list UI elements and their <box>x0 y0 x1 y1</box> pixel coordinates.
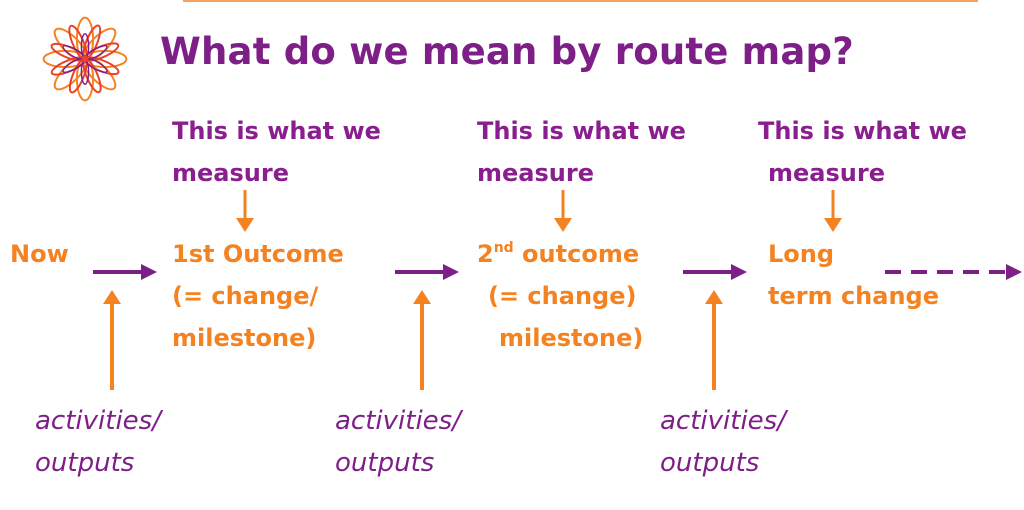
input-label-2-line1: activities/ <box>335 406 461 436</box>
input-label-1-line1: activities/ <box>35 406 161 436</box>
measure-label-2-line2: measure <box>477 159 594 187</box>
stage-first-line3: milestone) <box>172 324 317 352</box>
stage-second-line2: (= change) <box>488 282 637 310</box>
stage-second-num: 2 <box>477 240 494 268</box>
input-label-1: activities/ outputs <box>35 400 161 484</box>
input-label-2: activities/ outputs <box>335 400 461 484</box>
measure-label-3-line2: measure <box>768 159 885 187</box>
stage-second-rest: outcome <box>513 240 640 268</box>
measure-label-3-line1: This is what we <box>758 117 967 145</box>
measure-label-3: This is what we measure <box>758 110 967 194</box>
input-arrow-2-icon <box>413 290 431 390</box>
measure-arrow-2-icon <box>554 190 572 232</box>
stage-long-line1: Long <box>768 240 835 268</box>
input-arrow-1-icon <box>103 290 121 390</box>
input-label-3-line1: activities/ <box>660 406 786 436</box>
measure-label-1: This is what we measure <box>172 110 381 194</box>
flower-logo-icon <box>42 16 128 102</box>
page-title: What do we mean by route map? <box>160 30 854 73</box>
stage-long-line2: term change <box>768 282 939 310</box>
stage-second-outcome: 2nd outcome (= change) milestone) <box>477 233 643 359</box>
input-label-3: activities/ outputs <box>660 400 786 484</box>
stage-first-line2: (= change/ <box>172 282 319 310</box>
measure-label-1-line1: This is what we <box>172 117 381 145</box>
flow-arrow-2-icon <box>395 264 459 280</box>
stage-second-line3: milestone) <box>499 324 644 352</box>
stage-first-outcome: 1st Outcome (= change/ milestone) <box>172 233 344 359</box>
input-arrow-3-icon <box>705 290 723 390</box>
stage-second-line1: 2nd outcome <box>477 233 643 275</box>
flow-arrow-3-icon <box>683 264 747 280</box>
measure-label-1-line2: measure <box>172 159 289 187</box>
measure-label-2: This is what we measure <box>477 110 686 194</box>
header-rule <box>183 0 978 2</box>
stage-now: Now <box>10 240 69 268</box>
flow-arrow-dashed-icon <box>885 264 1022 280</box>
input-label-3-line2: outputs <box>660 448 760 478</box>
input-label-1-line2: outputs <box>35 448 135 478</box>
measure-label-2-line1: This is what we <box>477 117 686 145</box>
flow-arrow-1-icon <box>93 264 157 280</box>
stage-long-term: Long term change <box>768 233 939 317</box>
stage-second-sup: nd <box>493 240 514 256</box>
input-label-2-line2: outputs <box>335 448 435 478</box>
stage-first-line1: 1st Outcome <box>172 240 344 268</box>
measure-arrow-3-icon <box>824 190 842 232</box>
measure-arrow-1-icon <box>236 190 254 232</box>
